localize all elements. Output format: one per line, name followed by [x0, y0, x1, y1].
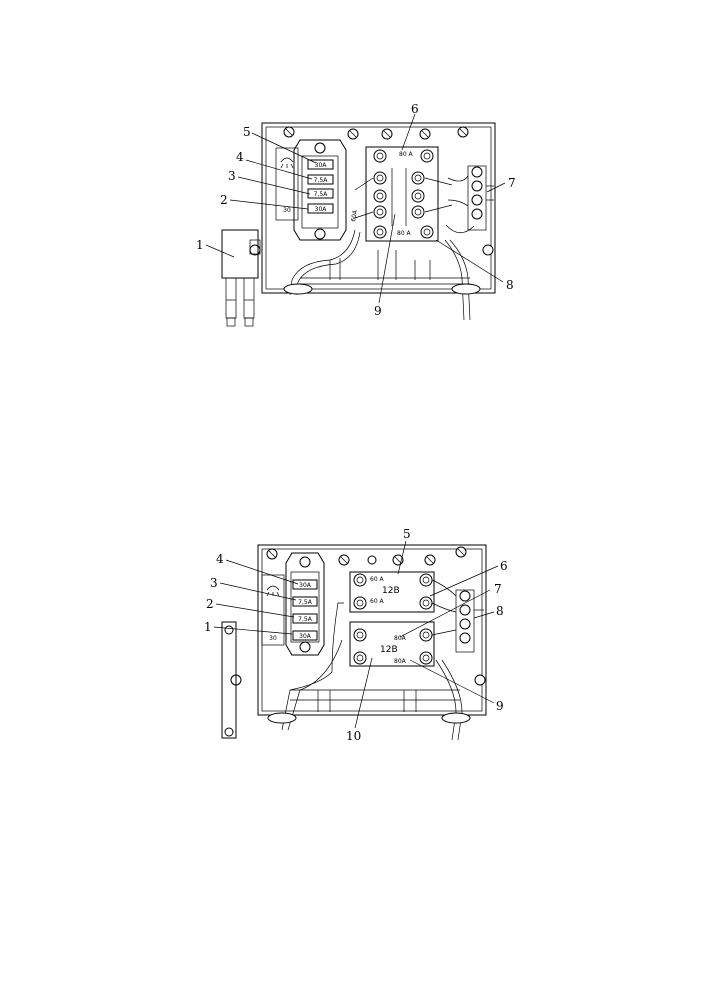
- fuse-glyph: 30: [269, 635, 277, 642]
- block-label: 80A: [394, 635, 407, 642]
- callout-number: 1: [196, 238, 204, 252]
- callout-number: 5: [403, 527, 411, 541]
- callout-number: 3: [228, 169, 236, 183]
- fuse-box-diagram-top: 30A 7,5A 7,5A 30A 30 80 A 80 A: [196, 102, 516, 327]
- fuse-block: 30A 7,5A 7,5A 30A: [285, 552, 325, 656]
- mounting-panel: [261, 122, 496, 294]
- callout-leaders: [205, 113, 506, 304]
- block-label: 80 A: [399, 151, 414, 158]
- mounting-screws: [249, 126, 494, 256]
- terminal-block-lower: 80A 12B 80A: [349, 621, 435, 667]
- fuse-label: 7,5A: [298, 599, 313, 606]
- callout-numbers: 1 2 3 4 5 6 7 8 9 10: [204, 527, 508, 743]
- callout-number: 6: [500, 559, 508, 573]
- block-label: 12B: [380, 645, 398, 655]
- wire-harness: [267, 602, 471, 741]
- callout-leaders: [213, 540, 499, 729]
- ground-strap: [221, 621, 237, 739]
- block-label: 60 A: [370, 598, 385, 605]
- block-label: 12B: [382, 586, 400, 596]
- external-connector: [221, 229, 261, 327]
- wire-harness: [283, 229, 481, 321]
- callout-number: 3: [210, 576, 218, 590]
- lamp-symbol-icon: [280, 157, 294, 163]
- callout-number: 2: [220, 193, 228, 207]
- block-label: 60 A: [370, 576, 385, 583]
- fuse-glyph: 30: [283, 207, 291, 214]
- callout-number: 9: [374, 304, 382, 318]
- callout-number: 4: [216, 552, 224, 566]
- terminal-block-upper: 60 A 12B 60 A: [349, 571, 435, 613]
- fuse-box-diagram-bottom: 30A 7,5A 7,5A 30A 30 60 A 12B 60 A: [204, 527, 508, 743]
- fuse-block: 30A 7,5A 7,5A 30A: [293, 139, 347, 241]
- symbol-plate: 30: [275, 147, 299, 221]
- fuse-label: 30A: [315, 162, 328, 169]
- callout-number: 10: [346, 729, 361, 743]
- fuse-label: 30A: [315, 206, 328, 213]
- callout-number: 8: [506, 278, 514, 292]
- block-label: 80 A: [397, 230, 412, 237]
- callout-number: 2: [206, 597, 214, 611]
- callout-number: 4: [236, 150, 244, 164]
- callout-number: 7: [508, 176, 516, 190]
- block-label: 80A: [394, 658, 407, 665]
- callout-number: 7: [494, 582, 502, 596]
- connector-stack: [445, 165, 494, 234]
- connector-stack: [431, 579, 484, 653]
- callout-numbers: 1 2 3 4 5 6 7 8 9: [196, 102, 516, 318]
- terminal-block: 80 A 80 A 60A: [350, 146, 453, 242]
- mounting-screws: [230, 546, 486, 686]
- callout-number: 5: [243, 125, 251, 139]
- mounting-panel: [257, 544, 487, 716]
- fuse-label: 7,5A: [314, 191, 329, 198]
- fuse-label: 7,5A: [298, 616, 313, 623]
- fuse-label: 7,5A: [314, 177, 329, 184]
- callout-number: 9: [496, 699, 504, 713]
- lamp-symbol-icon: [266, 585, 280, 591]
- callout-number: 8: [496, 604, 504, 618]
- side-label: 60A: [350, 209, 359, 223]
- callout-number: 6: [411, 102, 419, 116]
- symbol-plate: 30: [261, 574, 285, 646]
- callout-number: 1: [204, 620, 212, 634]
- fuse-label: 30A: [299, 633, 312, 640]
- fuse-label: 30A: [299, 582, 312, 589]
